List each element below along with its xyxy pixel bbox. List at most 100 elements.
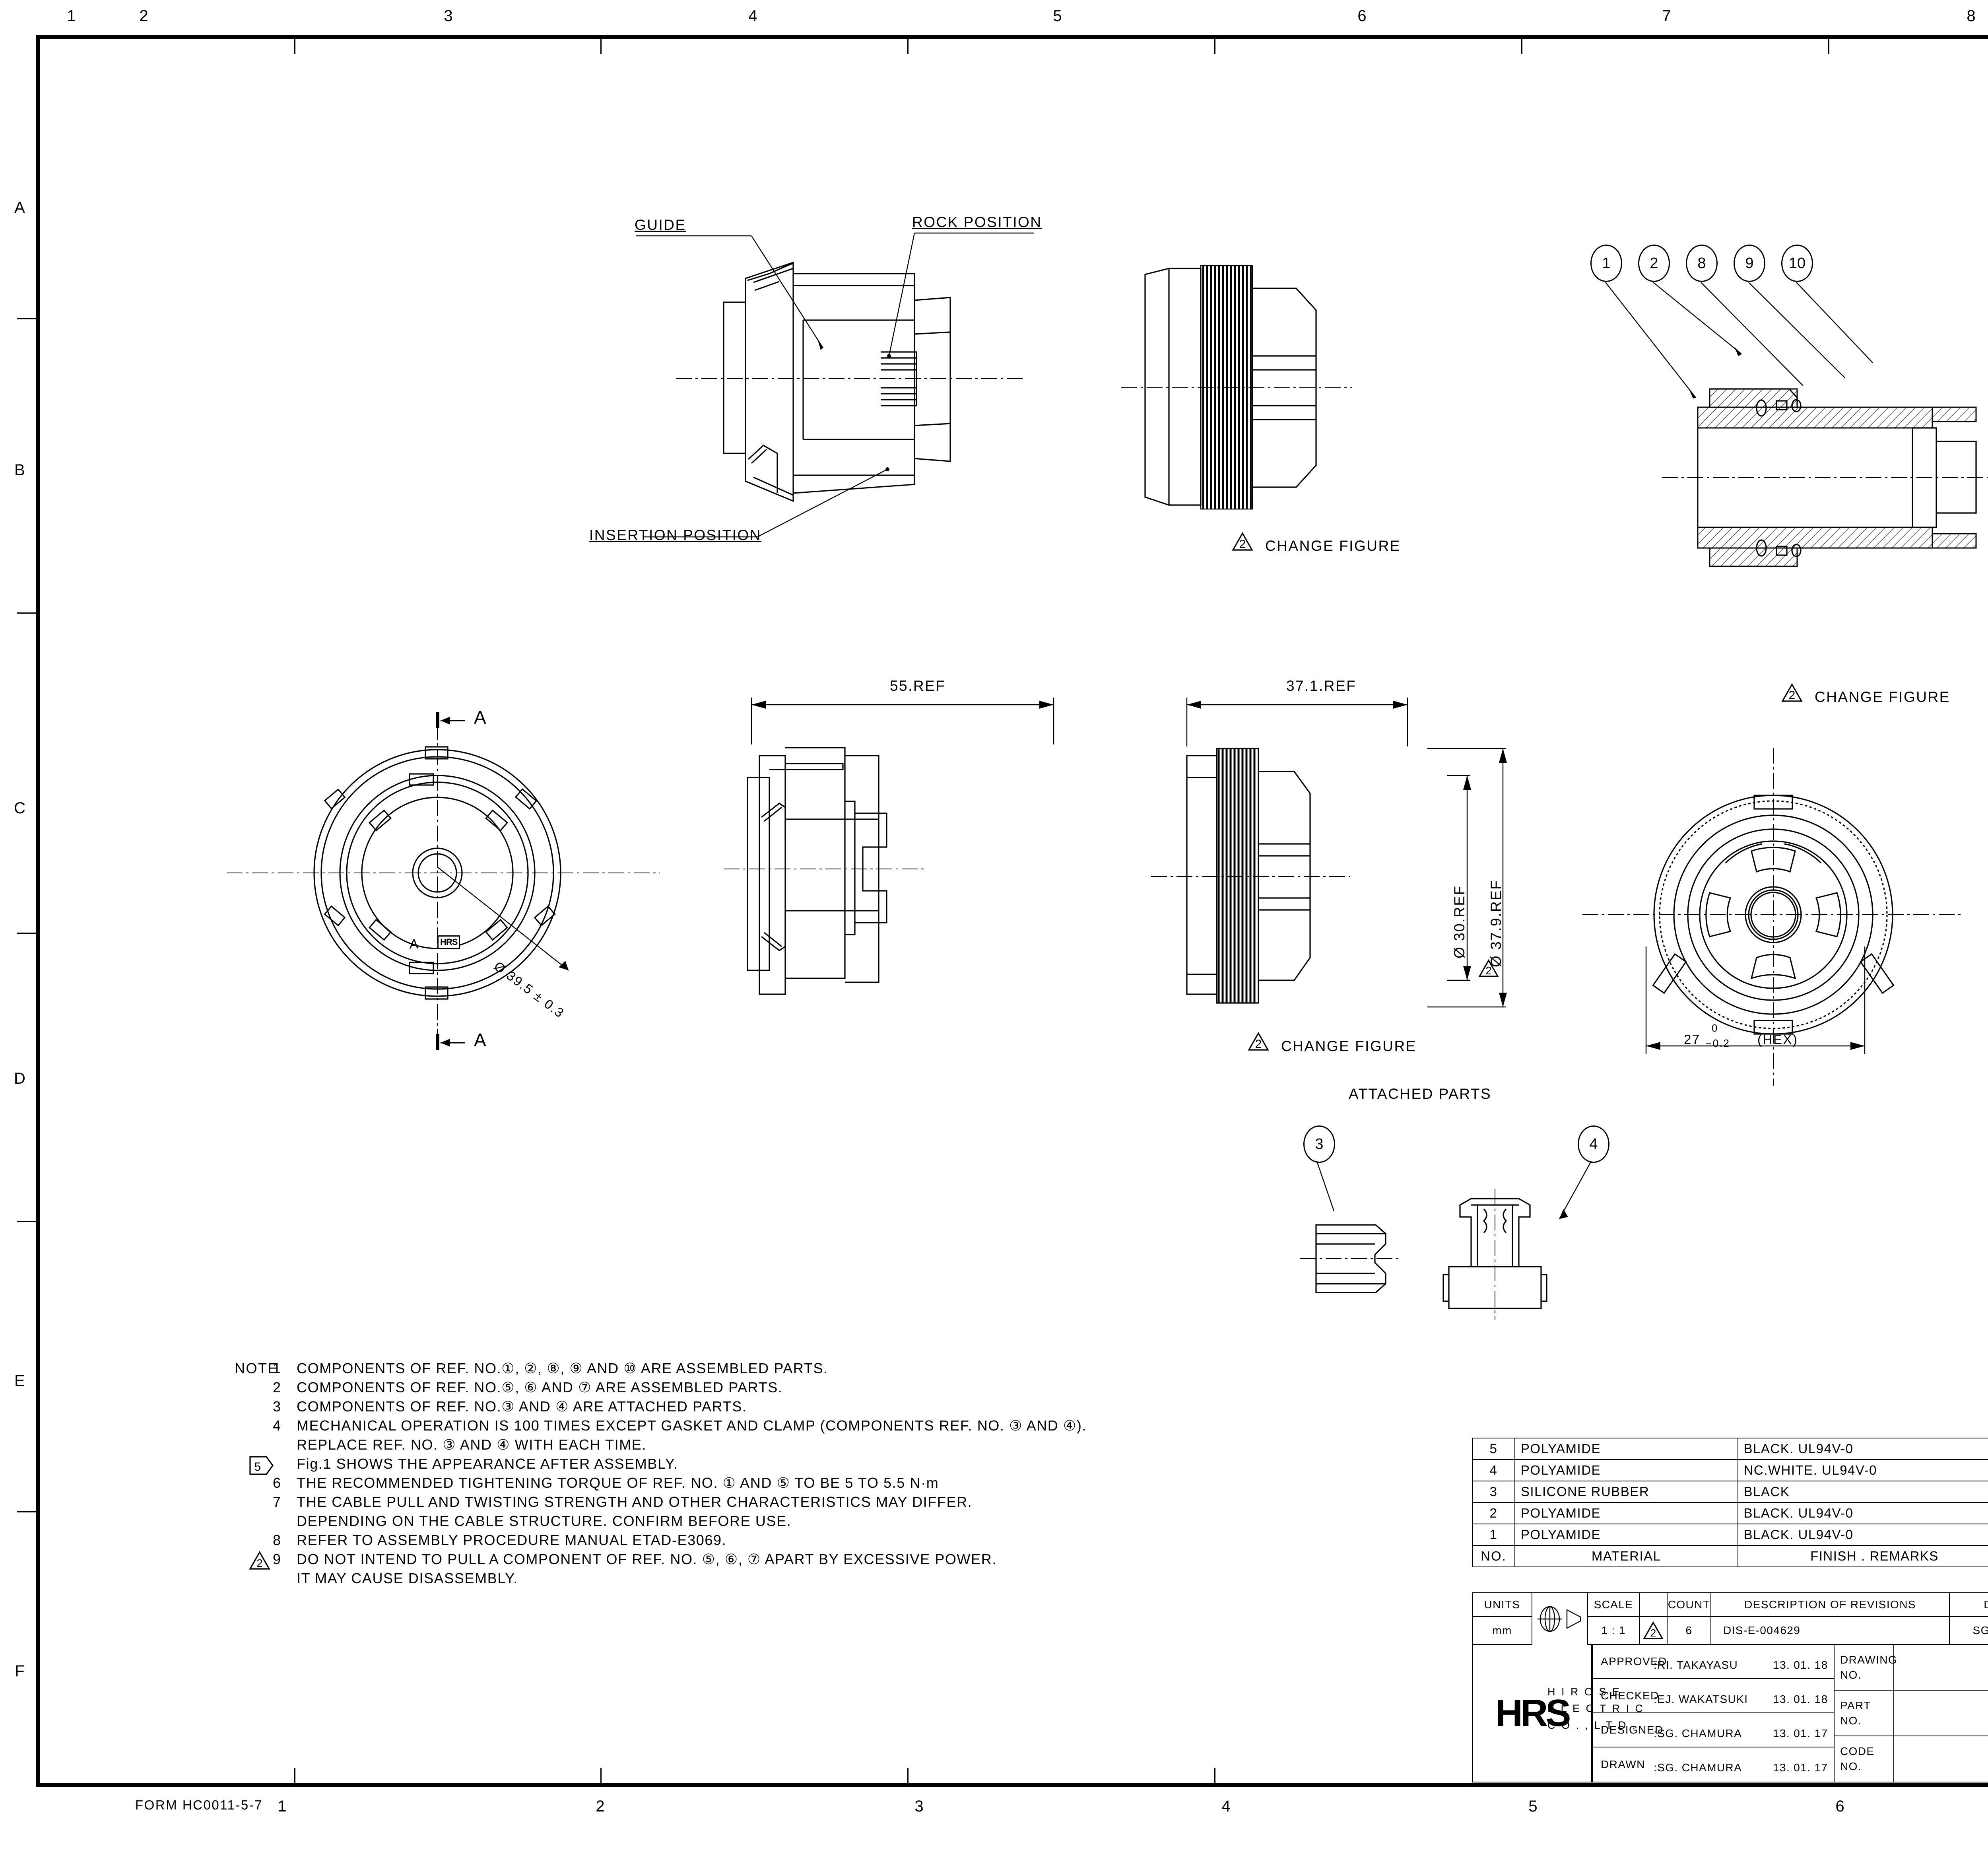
label-rock-position: ROCK POSITION [912,214,1042,230]
section-view-plug [1662,388,1988,567]
zone-col-6-top: 6 [1357,7,1367,25]
zone-row-f-left: F [15,1662,25,1680]
note-number-1: 1 [273,1360,282,1376]
zone-tick-top-1 [294,35,295,54]
note-number-7: 7 [273,1494,282,1510]
header-finish-left: FINISH . REMARKS [1737,1545,1988,1567]
balloon-8: 8 [1686,245,1718,282]
part-no-value: TM41W-P [1894,1691,1988,1736]
note-text-1: COMPONENTS OF REF. NO.①, ②, ⑧, ⑨ AND ⑩ A… [297,1360,828,1376]
row1-finish-left: BLACK. UL94V-0 [1737,1524,1988,1546]
dim-line-55 [751,698,1054,744]
company-name-block: H I R O S E E L E C T R I C C O . , L T … [1547,1684,1644,1734]
isometric-connector-view [676,261,1026,502]
rev-flag-cell: 2 [1640,1617,1668,1645]
dimension-dia-37-9-ref: Ø 37.9.REF [1488,879,1504,967]
zone-row-b-left: B [14,461,25,479]
note-text-8: REFER TO ASSEMBLY PROCEDURE MANUAL ETAD-… [297,1532,727,1548]
note-number-4: 4 [273,1417,282,1434]
svg-text:2: 2 [1650,1627,1656,1639]
note-row-7b: DEPENDING ON THE CABLE STRUCTURE. CONFIR… [235,1513,1467,1530]
dimension-hex-27: 27 [1684,1032,1701,1047]
note-row-9: 2 9 DO NOT INTEND TO PULL A COMPONENT OF… [235,1551,1467,1570]
change-figure-flag-rear: 2 [1781,683,1803,704]
section-arrow-label-top: A [474,707,488,728]
row4-no-left: 4 [1472,1459,1515,1481]
title-block: UNITS SCALE COUNT DESCRIPTION OF REVISIO… [1472,1592,1988,1782]
svg-text:2: 2 [1485,964,1492,977]
revisions-label: DESCRIPTION OF REVISIONS [1711,1593,1950,1617]
material-table: 5 POLYAMIDE BLACK. UL94V-0 10 STAINLESS … [1472,1438,1988,1567]
revisions-value: DIS-E-004629 [1711,1617,1950,1645]
note-row-4b: REPLACE REF. NO. ③ AND ④ WITH EACH TIME. [235,1436,1467,1453]
balloon-4: 4 [1578,1125,1609,1163]
table-row: 2 POLYAMIDE BLACK. UL94V-0 7 STAINLESS S… [1472,1502,1988,1524]
change-figure-label-rear: CHANGE FIGURE [1815,689,1950,705]
change-figure-flag-hex: 2 [1248,1032,1269,1053]
row3-material-left: SILICONE RUBBER [1514,1481,1738,1503]
note-row-5: 5 Fig.1 SHOWS THE APPEARANCE AFTER ASSEM… [235,1456,1467,1475]
zone-col-5-bottom: 5 [1528,1798,1538,1815]
section-letter-inner: A [410,937,419,951]
drawing-no-label: DRAWING NO. [1835,1645,1897,1691]
note-row-8: 8 REFER TO ASSEMBLY PROCEDURE MANUAL ETA… [235,1532,1467,1549]
dia-37-9-rev-flag: 2 [1478,959,1499,980]
note-text-9b: IT MAY CAUSE DISASSEMBLY. [297,1570,518,1586]
dimension-dia-30-ref: Ø 30.REF [1451,885,1468,959]
row3-no-left: 3 [1472,1481,1515,1503]
company-line-2: E L E C T R I C [1547,1702,1645,1714]
zone-tick-bot-1 [294,1768,295,1787]
first-angle-projection-icon [1538,1606,1581,1632]
note-row-6: 6 THE RECOMMENDED TIGHTENING TORQUE OF R… [235,1475,1467,1491]
row3-finish-left: BLACK [1737,1481,1988,1503]
zone-col-2-top: 2 [139,7,149,25]
row2-no-left: 2 [1472,1502,1515,1524]
dimension-55-ref: 55.REF [890,678,946,694]
balloon-10: 10 [1781,245,1813,282]
signoff-date-drawn: 13. 01. 17 [1773,1761,1828,1774]
label-insertion-position: INSERTION POSITION [589,527,761,543]
side-view-hex-cap [1151,748,1350,1004]
dimension-hex-tol-lower: −0.2 [1706,1037,1730,1049]
note-flag-9: 2 [235,1551,273,1570]
zone-col-1-bottom: 1 [278,1798,287,1815]
zone-tick-bot-3 [907,1768,909,1787]
row1-no-left: 1 [1472,1524,1515,1546]
dim-hex-27 [1645,947,1866,1054]
zone-tick-left-5 [17,1511,36,1512]
signoff-name-approved: :RI. TAKAYASU [1654,1659,1738,1671]
zone-tick-left-4 [17,1221,36,1222]
balloon-1: 1 [1590,245,1622,282]
dimension-hex-suffix: (HEX) [1757,1032,1798,1047]
count-value: 6 [1668,1617,1711,1645]
dimension-hex-tol-upper: 0 [1712,1022,1718,1034]
table-row: 5 POLYAMIDE BLACK. UL94V-0 10 STAINLESS … [1472,1438,1988,1460]
form-code-label: FORM HC0011-5-7 [135,1798,263,1812]
zone-tick-left-3 [17,933,36,934]
row4-material-left: POLYAMIDE [1514,1459,1738,1481]
zone-tick-left-2 [17,612,36,614]
note-text-5: Fig.1 SHOWS THE APPEARANCE AFTER ASSEMBL… [297,1456,678,1472]
note-row-3: 3 COMPONENTS OF REF. NO.③ AND ④ ARE ATTA… [235,1398,1467,1415]
count-label: COUNT [1668,1593,1711,1617]
note-text-7b: DEPENDING ON THE CABLE STRUCTURE. CONFIR… [297,1513,792,1529]
signoff-role-checked: CHECKED [1592,1679,1835,1713]
note-text-6: THE RECOMMENDED TIGHTENING TORQUE OF REF… [297,1475,939,1491]
balloon-leaders [1605,282,1873,398]
designed-label: DESIGNED [1950,1593,1988,1617]
code-no-value: CL222-2979-6-00 [1894,1736,1988,1782]
hrs-marking-logo: HRS [437,935,460,949]
row5-material-left: POLYAMIDE [1514,1438,1738,1460]
balloon-2: 2 [1638,245,1670,282]
zone-tick-top-3 [907,35,909,54]
balloon-3: 3 [1303,1125,1335,1163]
zone-col-7-top: 7 [1662,7,1672,25]
note-text-7: THE CABLE PULL AND TWISTING STRENGTH AND… [297,1494,973,1510]
zone-row-e-left: E [14,1372,25,1390]
zone-col-2-bottom: 2 [596,1798,605,1815]
logo-divider [1592,1645,1593,1782]
svg-text:2: 2 [1789,689,1796,702]
drawing-frame-border [36,35,1988,1787]
table-row: 4 POLYAMIDE NC.WHITE. UL94V-0 9 STAINLES… [1472,1459,1988,1481]
